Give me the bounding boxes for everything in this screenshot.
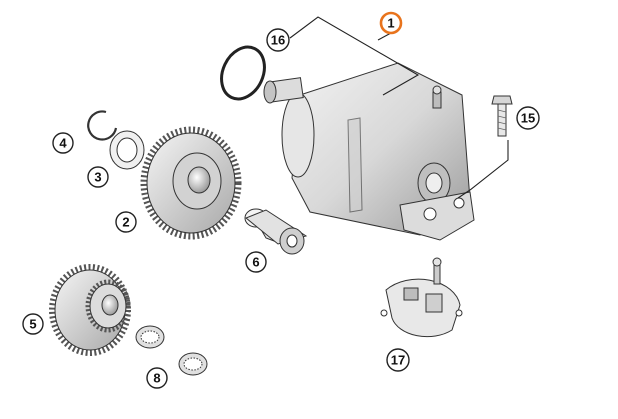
callout-6: 6 bbox=[245, 251, 267, 273]
svg-text:15: 15 bbox=[521, 111, 535, 126]
callout-2: 2 bbox=[115, 211, 137, 233]
callout-17: 17 bbox=[386, 348, 410, 372]
svg-text:4: 4 bbox=[59, 136, 67, 151]
brush-holder bbox=[380, 257, 463, 338]
needle-bearing bbox=[135, 325, 208, 376]
washer bbox=[109, 130, 145, 170]
double-gear bbox=[49, 264, 131, 356]
svg-text:5: 5 bbox=[29, 317, 36, 332]
svg-text:6: 6 bbox=[252, 255, 259, 270]
callout-3: 3 bbox=[87, 166, 109, 188]
callout-15: 15 bbox=[516, 106, 540, 130]
callout-16: 16 bbox=[266, 28, 290, 52]
callout-1: 1 bbox=[379, 11, 403, 35]
bushing bbox=[244, 208, 308, 255]
o-ring bbox=[220, 45, 266, 101]
svg-text:1: 1 bbox=[387, 16, 394, 31]
circlip bbox=[87, 110, 118, 141]
screw bbox=[491, 95, 513, 137]
svg-text:16: 16 bbox=[271, 33, 285, 48]
callout-4: 4 bbox=[52, 132, 74, 154]
svg-text:8: 8 bbox=[153, 371, 160, 386]
svg-text:2: 2 bbox=[122, 215, 129, 230]
svg-text:3: 3 bbox=[94, 170, 101, 185]
starter-motor bbox=[263, 62, 475, 241]
gear-large bbox=[140, 126, 242, 240]
svg-text:17: 17 bbox=[391, 353, 405, 368]
callout-5: 5 bbox=[22, 313, 44, 335]
callout-8: 8 bbox=[146, 367, 168, 389]
leader-lines bbox=[289, 16, 509, 199]
